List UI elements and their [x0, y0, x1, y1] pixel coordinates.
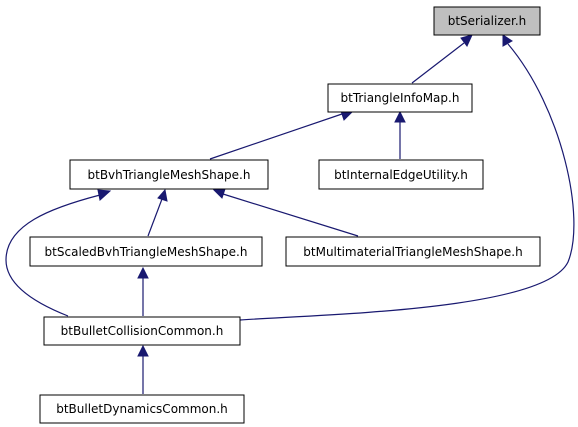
node-label-btbulletdynamicscommon: btBulletDynamicsCommon.h — [56, 402, 228, 416]
edge-multimaterial-to-bvhtrianglemeshshape — [222, 193, 359, 237]
node-label-btbvhtrianglemeshshape: btBvhTriangleMeshShape.h — [88, 168, 251, 182]
arrowhead-internaledgeutility-to-triangleinfomap — [394, 110, 406, 123]
node-label-bttriangleinfomap: btTriangleInfoMap.h — [341, 91, 460, 105]
nodes: btSerializer.h btTriangleInfoMap.h btBvh… — [29, 6, 541, 424]
arrowhead-bulletcollisioncommon-to-serializer — [502, 34, 513, 47]
edge-triangleinfomap-to-serializer — [411, 42, 465, 84]
node-label-btserializer: btSerializer.h — [448, 14, 527, 28]
node-btmultimaterialtrianglemeshshape[interactable]: btMultimaterialTriangleMeshShape.h — [285, 236, 541, 267]
node-label-btinternaledgeutility: btInternalEdgeUtility.h — [334, 168, 468, 182]
node-label-btbulletcollisioncommon: btBulletCollisionCommon.h — [61, 324, 224, 338]
node-bttriangleinfomap[interactable]: btTriangleInfoMap.h — [327, 83, 473, 113]
edge-bulletcollisioncommon-to-serializer — [239, 43, 575, 321]
node-btbvhtrianglemeshshape[interactable]: btBvhTriangleMeshShape.h — [69, 159, 269, 190]
edge-bulletcollisioncommon-to-bvhtrianglemeshshape — [5, 194, 101, 317]
node-btinternaledgeutility[interactable]: btInternalEdgeUtility.h — [318, 159, 484, 190]
edge-scaledbvh-to-bvhtrianglemeshshape — [147, 198, 163, 237]
node-label-btmultimaterialtrianglemeshshape: btMultimaterialTriangleMeshShape.h — [303, 245, 522, 259]
edges — [5, 34, 575, 394]
node-label-btscaledbvhtrianglemeshshape: btScaledBvhTriangleMeshShape.h — [45, 245, 248, 259]
arrowhead-bulletcollisioncommon-to-bvhtrianglemeshshape — [97, 189, 112, 201]
arrowhead-triangleinfomap-to-serializer — [460, 34, 473, 47]
arrowhead-bulletcollisioncommon-to-scaledbvh — [137, 266, 149, 279]
node-btscaledbvhtrianglemeshshape[interactable]: btScaledBvhTriangleMeshShape.h — [29, 236, 263, 267]
node-btserializer[interactable]: btSerializer.h — [433, 6, 541, 36]
arrowhead-scaledbvh-to-bvhtrianglemeshshape — [157, 188, 168, 202]
edge-bvhtrianglemeshshape-to-triangleinfomap — [209, 113, 343, 160]
arrowhead-multimaterial-to-bvhtrianglemeshshape — [212, 188, 226, 199]
arrowhead-bulletdynamicscommon-to-bulletcollisioncommon — [137, 344, 149, 357]
node-btbulletcollisioncommon[interactable]: btBulletCollisionCommon.h — [43, 316, 241, 346]
node-btbulletdynamicscommon[interactable]: btBulletDynamicsCommon.h — [39, 394, 245, 424]
